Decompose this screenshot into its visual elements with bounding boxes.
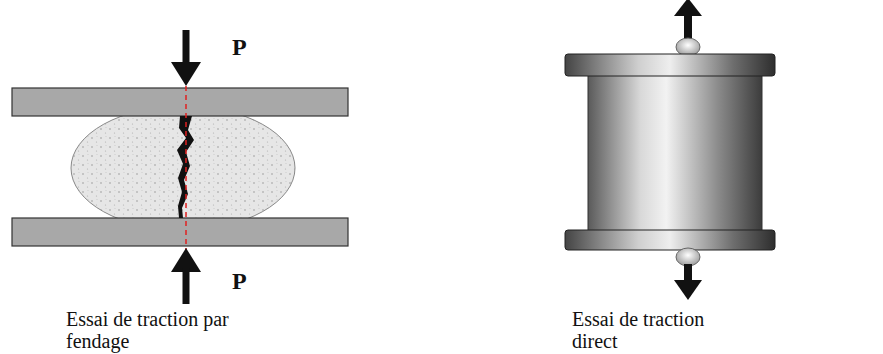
load-label: P — [232, 268, 247, 295]
grip — [676, 38, 700, 56]
end-cap — [565, 54, 775, 76]
caption-text: Essai de traction direct — [572, 308, 737, 352]
arrow-head — [171, 62, 201, 86]
load-arrow — [684, 12, 692, 40]
load-arrow — [183, 268, 190, 304]
cylinder-specimen — [71, 106, 295, 230]
load-arrow — [183, 30, 190, 66]
caption-text: Essai de traction par fendage — [66, 308, 231, 352]
grip — [676, 248, 700, 266]
direct-tension-test — [565, 0, 775, 300]
splitting-test — [12, 30, 348, 304]
loading-plate — [12, 88, 348, 116]
arrow-head — [674, 280, 702, 300]
cylinder-specimen — [588, 72, 762, 234]
split-plane — [185, 86, 187, 250]
end-cap — [565, 230, 775, 250]
loading-plate — [12, 218, 348, 246]
arrow-head — [674, 0, 702, 16]
load-label: P — [232, 34, 247, 61]
